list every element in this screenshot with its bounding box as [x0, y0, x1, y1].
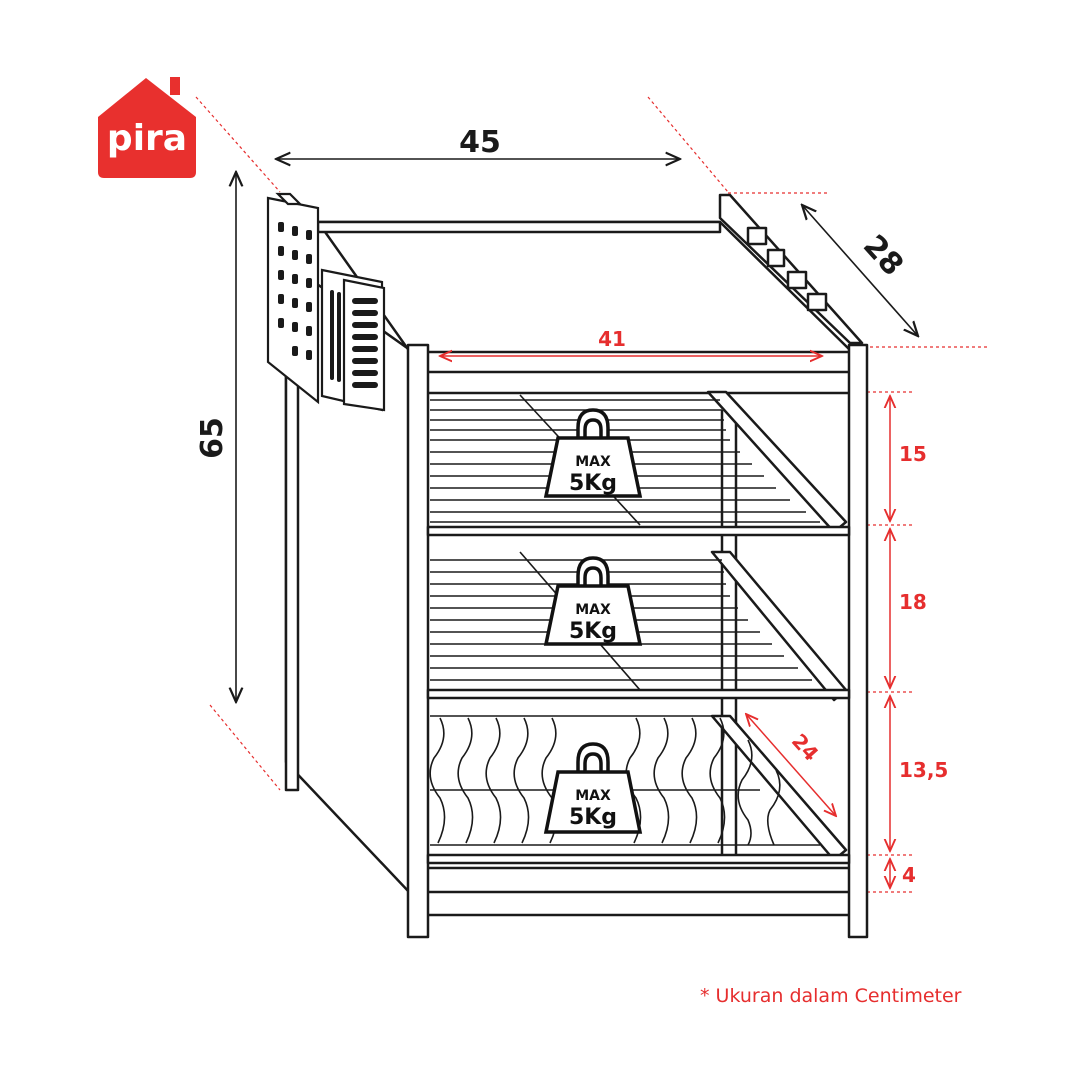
weight-icon	[543, 556, 643, 646]
weight-value-label: 5Kg	[569, 805, 617, 830]
base-label: 4	[902, 863, 916, 887]
gap-top-label: 15	[899, 442, 927, 466]
inner-width-label: 41	[598, 327, 626, 351]
weight-value-label: 5Kg	[569, 471, 617, 496]
weight-max-label: MAX	[575, 788, 611, 804]
shelf-bottom-wavy-wires	[429, 715, 820, 846]
gap-middle-label: 18	[899, 590, 927, 614]
logo-text: pira	[107, 118, 187, 159]
shelf-depth-label: 24	[787, 729, 823, 766]
dimension-arrows-black	[236, 159, 918, 702]
dimension-arrows-red	[440, 356, 890, 888]
height-label: 65	[195, 417, 230, 459]
side-organizer	[266, 192, 386, 412]
unit-note: * Ukuran dalam Centimeter	[700, 985, 962, 1007]
weight-icon	[543, 408, 643, 498]
weight-value-label: 5Kg	[569, 619, 617, 644]
weight-max-label: MAX	[575, 454, 611, 470]
gap-bottom-label: 13,5	[899, 758, 948, 782]
shelf-depth-arrow	[746, 714, 836, 816]
weight-badge-middle: MAX 5Kg	[543, 556, 643, 646]
weight-max-label: MAX	[575, 602, 611, 618]
depth-arrow	[802, 205, 918, 336]
weight-badge-top: MAX 5Kg	[543, 408, 643, 498]
organizer-holes	[278, 222, 378, 388]
weight-badge-bottom: MAX 5Kg	[543, 742, 643, 834]
guide-lines	[195, 96, 988, 893]
width-label: 45	[459, 125, 501, 160]
pira-logo: pira	[98, 77, 196, 178]
weight-icon	[543, 742, 643, 834]
